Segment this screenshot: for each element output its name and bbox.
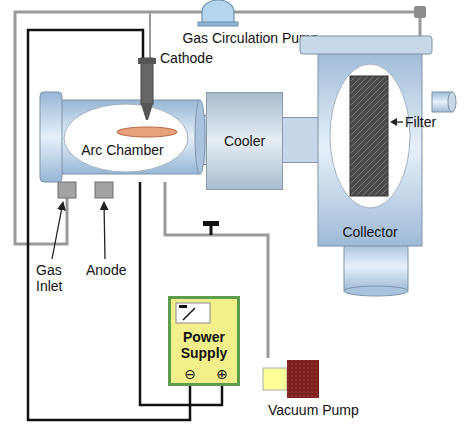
meter-needle (183, 308, 195, 320)
power-wire (28, 30, 190, 420)
node-label: Gas Circulation Pump (182, 30, 318, 46)
collector-flange (300, 36, 432, 54)
pump-motor (263, 368, 287, 390)
pipe-elbow (414, 6, 426, 18)
meter-mark (179, 305, 187, 308)
cooler-box: Cooler (206, 92, 283, 190)
node-label: Collector (342, 224, 397, 240)
gas-pipe (325, 12, 420, 36)
chamber-body (54, 100, 200, 174)
valve-stem (210, 226, 213, 235)
valve-handle (203, 221, 219, 226)
anode-disc (117, 127, 177, 137)
vacuum-pump: Vacuum Pump (258, 358, 369, 424)
pipe-connector (282, 140, 322, 141)
collector-body (318, 50, 422, 246)
side-port-end (448, 92, 456, 112)
pipe-body (282, 118, 322, 162)
node-label: Arc Chamber (81, 142, 163, 158)
pipe-line (176, 11, 325, 14)
gas-inlet-port (58, 182, 76, 198)
anode-port (95, 182, 113, 198)
pump-housing (287, 360, 319, 398)
cooling-line (149, 12, 151, 58)
node-shape (300, 36, 432, 298)
leader-line (104, 202, 105, 259)
chamber-window (64, 104, 188, 172)
pump-base (198, 22, 238, 26)
wire (28, 30, 190, 420)
gas-line (325, 12, 420, 36)
filter-label: Filter (405, 114, 436, 130)
chamber-flange (40, 92, 62, 182)
power-supply: Power Supply (168, 296, 240, 386)
node-label: Cooler (224, 133, 265, 149)
anode-label: Anode (86, 262, 126, 278)
cathode-rod (141, 58, 153, 104)
collector-base (344, 241, 408, 291)
pump-body (202, 0, 234, 24)
collector-base-end (344, 286, 408, 296)
cathode-label: Cathode (160, 50, 213, 66)
cooler-body (207, 93, 283, 190)
node-label: Vacuum Pump (268, 402, 359, 418)
cathode-cap (138, 58, 156, 64)
gas-inlet-label: Gas Inlet (36, 262, 62, 294)
pipe-outline (282, 117, 322, 163)
leader-arrowhead (390, 118, 397, 126)
meter-face (176, 303, 210, 323)
chamber-end (195, 100, 205, 174)
filter-element (350, 76, 388, 196)
collector-window (330, 64, 410, 208)
terminal-plus: ⊕ (216, 366, 228, 382)
arc-chamber: Arc Chamber (40, 92, 205, 182)
leader-line (52, 202, 63, 259)
cathode-tip (141, 104, 153, 120)
node-shape (40, 92, 205, 182)
terminal-minus: ⊖ (184, 366, 196, 382)
collector-vessel: Collector (300, 36, 432, 298)
node-label: Power Supply (176, 329, 232, 361)
